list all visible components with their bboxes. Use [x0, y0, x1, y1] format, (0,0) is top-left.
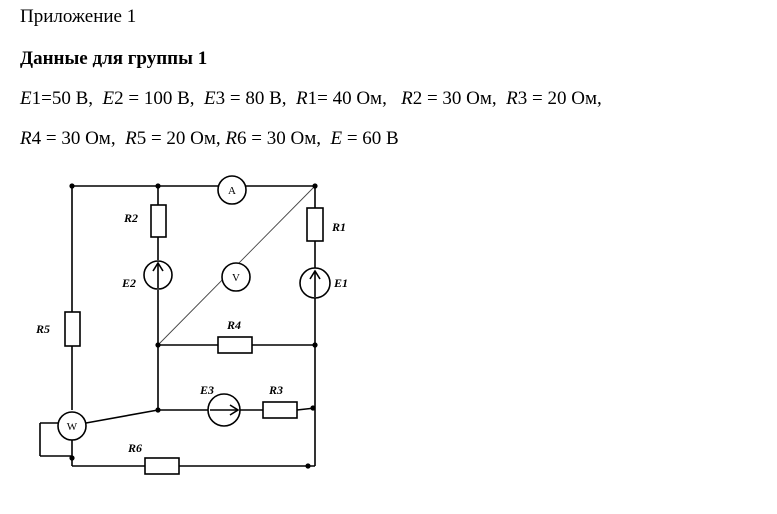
param-value: 1= 40 Ом, — [307, 88, 402, 109]
label-r4: R4 — [226, 318, 241, 332]
label-e1: E1 — [333, 276, 348, 290]
resistor-r1 — [306, 207, 324, 242]
resistor-r4 — [217, 336, 253, 354]
param-symbol: E — [204, 88, 216, 109]
label-r2: R2 — [123, 211, 138, 225]
node-dot — [155, 183, 161, 189]
params-line-1: E1=50 В, E2 = 100 В, E3 = 80 В, R1= 40 О… — [20, 88, 602, 110]
params-line-2: R4 = 30 Ом, R5 = 20 Ом, R6 = 30 Ом, E = … — [20, 128, 399, 150]
param-value: 1=50 В, — [31, 88, 103, 109]
param-value: 3 = 80 В, — [215, 88, 296, 109]
resistor-r2 — [150, 204, 167, 238]
param-value: 2 = 30 Ом, — [412, 88, 507, 109]
voltmeter-icon — [221, 262, 251, 292]
label-r5: R5 — [35, 322, 50, 336]
label-e2: E2 — [121, 276, 136, 290]
param-symbol: R — [506, 88, 518, 109]
node-dot — [69, 183, 75, 189]
param-symbol: E — [330, 128, 343, 149]
ammeter-icon — [217, 175, 247, 205]
resistor-r6 — [144, 457, 180, 475]
appendix-heading: Приложение 1 — [20, 6, 137, 27]
source-e1 — [299, 267, 331, 299]
param-value: 3 = 20 Ом, — [517, 88, 602, 109]
source-e3 — [207, 393, 241, 427]
wattmeter-icon — [57, 411, 87, 441]
group-title: Данные для группы 1 — [20, 48, 208, 69]
node-dot — [310, 405, 316, 411]
label-r6: R6 — [127, 441, 142, 455]
node-dot — [312, 342, 318, 348]
param-value: 2 = 100 В, — [114, 88, 204, 109]
node-dot — [305, 463, 311, 469]
node-dot — [155, 407, 161, 413]
node-dot — [155, 342, 161, 348]
param-symbol: R — [401, 88, 413, 109]
label-r1: R1 — [331, 220, 346, 234]
param-symbol: E — [102, 88, 115, 109]
voltmeter-label: V — [232, 272, 240, 284]
param-symbol: R — [20, 128, 32, 149]
node-dot — [69, 455, 75, 461]
node-dot — [312, 183, 318, 189]
wattmeter-label: W — [67, 421, 78, 433]
param-value: 6 = 30 Ом, — [237, 128, 331, 149]
param-value: 5 = 20 Ом, — [136, 128, 226, 149]
label-e3: E3 — [199, 383, 214, 397]
param-symbol: R — [296, 88, 308, 109]
label-r3: R3 — [268, 383, 283, 397]
resistor-r5 — [64, 311, 81, 347]
source-e2 — [143, 260, 173, 290]
param-symbol: R — [125, 128, 137, 149]
param-value: 4 = 30 Ом, — [31, 128, 126, 149]
param-symbol: R — [225, 128, 238, 149]
resistor-r3 — [262, 401, 298, 419]
ammeter-label: A — [228, 185, 236, 197]
param-value: = 60 В — [342, 128, 399, 149]
param-symbol: E — [20, 88, 32, 109]
